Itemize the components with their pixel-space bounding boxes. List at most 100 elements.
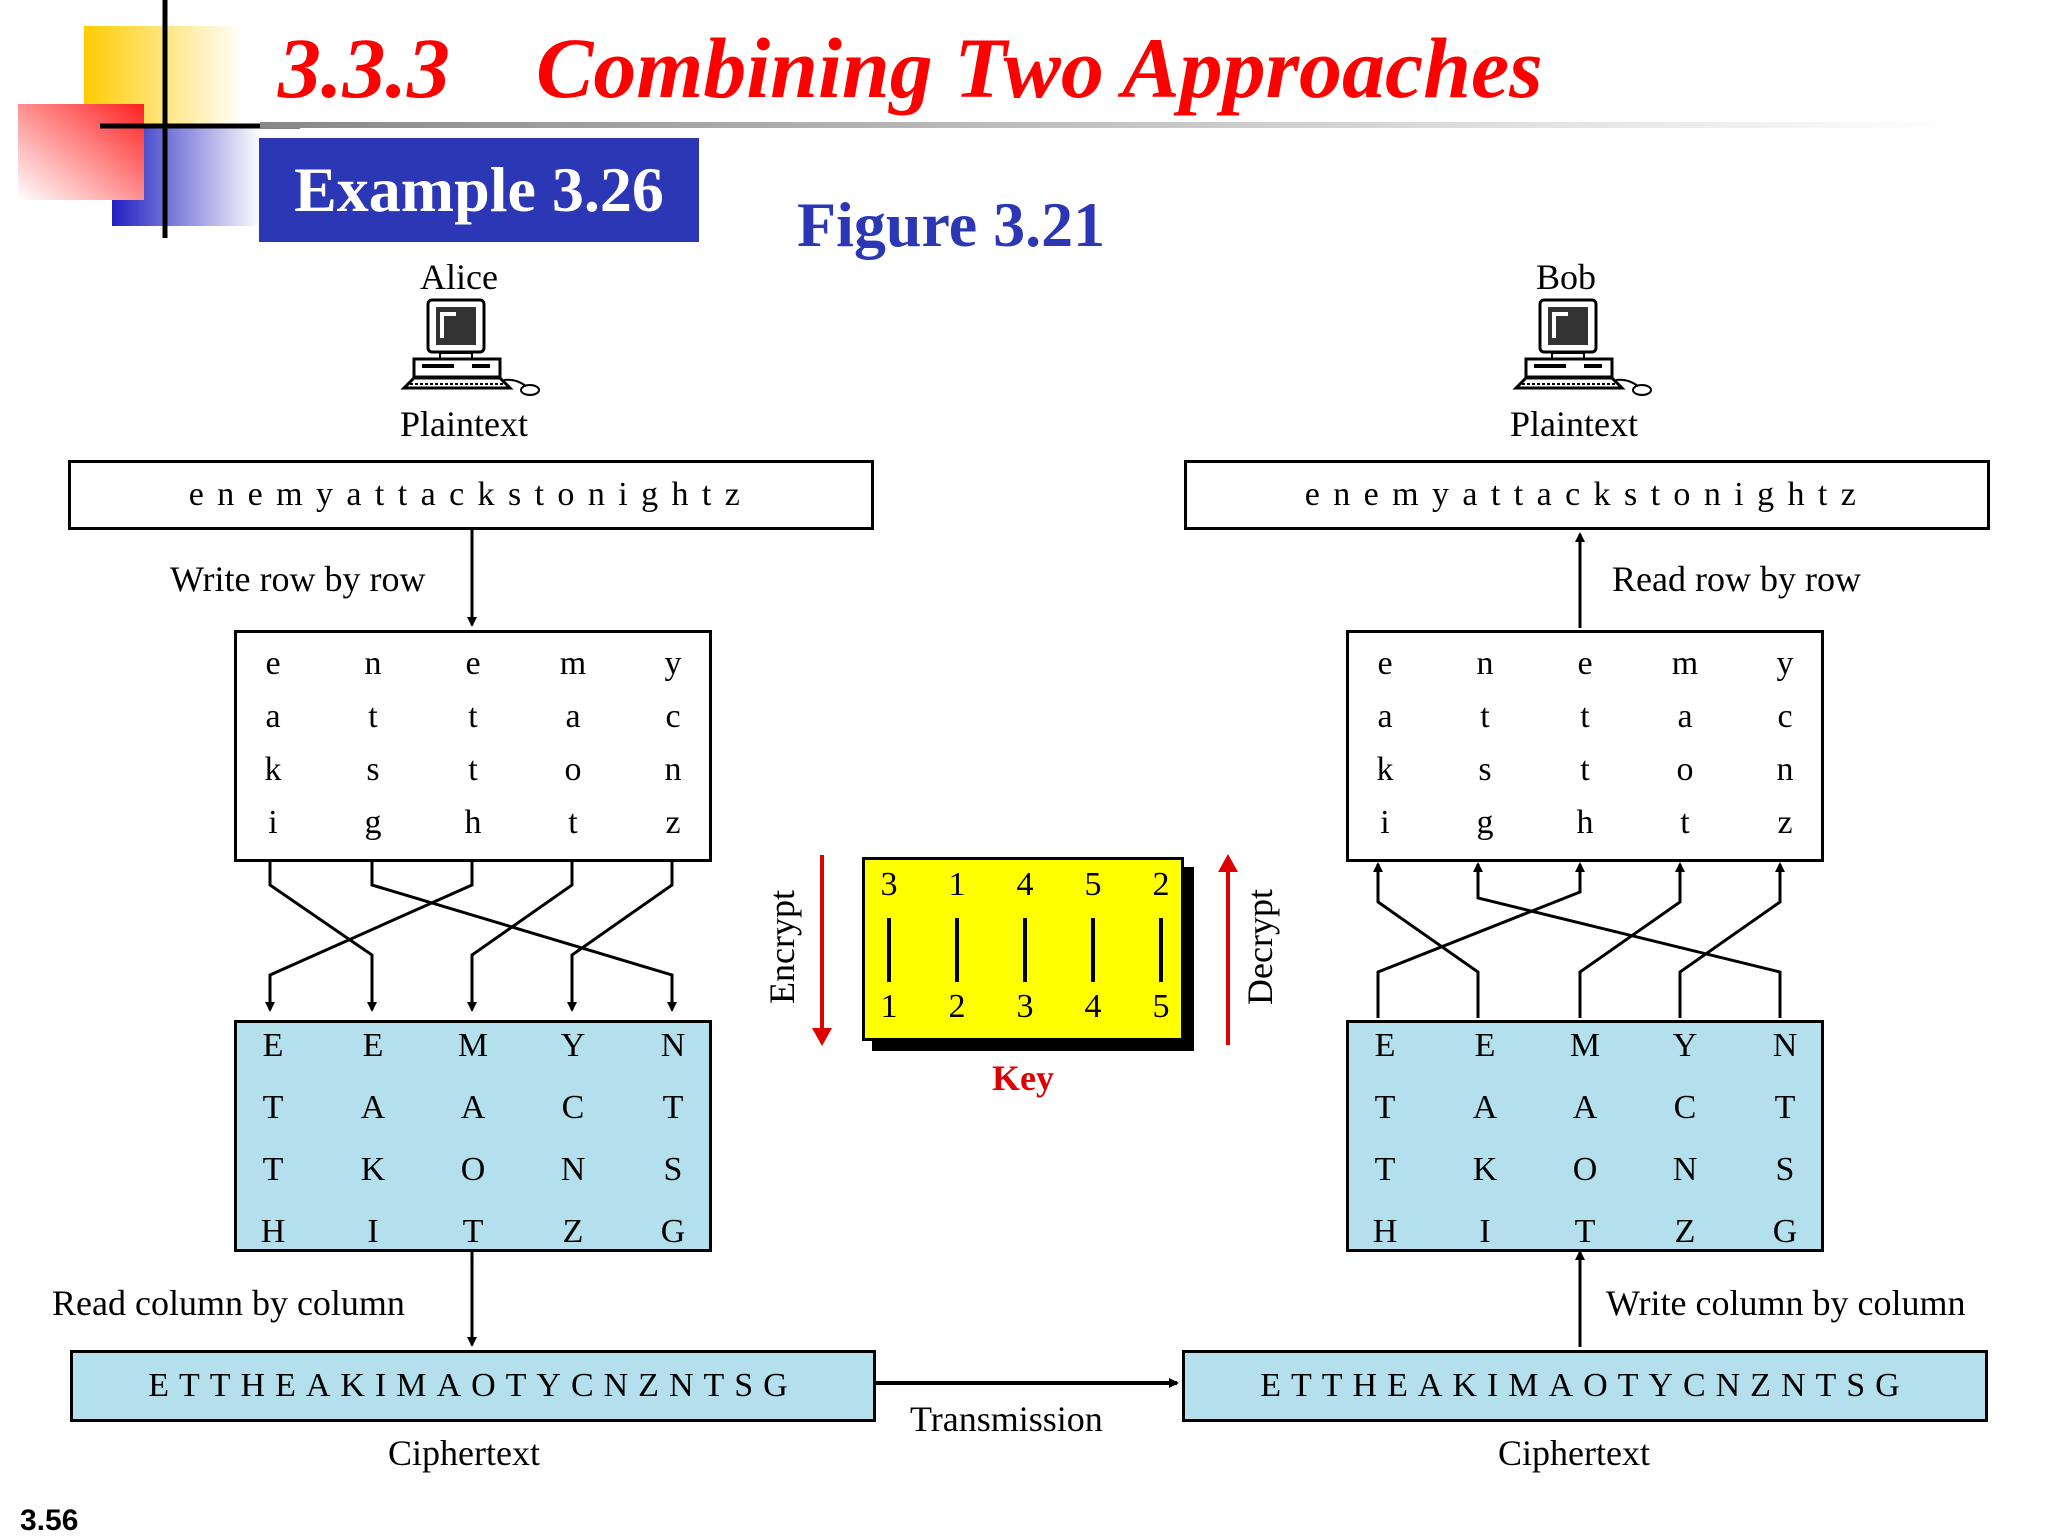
bob-ciphertext-label: Ciphertext [1498,1433,1650,1473]
grid-cell: K [360,1151,386,1188]
grid-cell: M [1569,1027,1601,1064]
grid-cell: h [1576,804,1594,841]
bob-plaintext-box: enemyattackstonightz [1184,460,1990,530]
alice-ciphertext-label: Ciphertext [388,1433,540,1473]
grid-cell: t [468,751,478,788]
grid-cell: h [464,804,482,841]
grid-cell: g [364,804,382,841]
grid-cell: e [1377,645,1393,682]
grid-cell: c [1777,698,1793,735]
key-bottom-number: 1 [880,988,898,1025]
grid-cell: T [1374,1151,1396,1188]
grid-cell: Y [1672,1027,1698,1064]
grid-cell: t [1480,698,1490,735]
grid-cell: T [1574,1213,1596,1250]
grid-cell: Y [560,1027,586,1064]
alice-write-label: Write row by row [170,559,426,599]
alice-ciphertext-box: ETTHEAKIMAOTYCNZNTSG [70,1350,876,1422]
grid-cell: K [1472,1151,1498,1188]
grid-cell: H [260,1213,286,1250]
grid-cell: E [1374,1027,1396,1064]
grid-cell: M [457,1027,489,1064]
key-top-number: 4 [1016,866,1034,903]
grid-cell: n [664,751,682,788]
key-bottom-number: 4 [1084,988,1102,1025]
grid-cell: k [1376,751,1394,788]
bob-ciphertext-box: ETTHEAKIMAOTYCNZNTSG [1182,1350,1988,1422]
grid-cell: g [1476,804,1494,841]
grid-cell: y [664,645,682,682]
grid-cell: i [268,804,278,841]
grid-cell: y [1776,645,1794,682]
grid-cell: t [1580,751,1590,788]
bob-write-label: Write column by column [1606,1283,1966,1323]
figure-label: Figure 3.21 [797,189,1106,260]
alice-plaintext-box: enemyattackstonightz [68,460,874,530]
grid-cell: n [1776,751,1794,788]
key-bottom-number: 5 [1152,988,1170,1025]
grid-cell: T [262,1151,284,1188]
grid-cell: e [265,645,281,682]
key-bars [887,918,1163,982]
grid-cell: T [262,1089,284,1126]
grid-cell: a [565,698,581,735]
alice-plaintext-label: Plaintext [400,404,528,444]
key-bottom-number: 3 [1016,988,1034,1025]
grid-cell: G [1772,1213,1798,1250]
grid-cell: E [262,1027,284,1064]
grid-cell: Z [1674,1213,1696,1250]
grid-cell: N [1672,1151,1698,1188]
encrypt-permutation-lines [265,860,677,1012]
grid-cell: N [660,1027,686,1064]
example-label: Example 3.26 [259,138,699,242]
grid-cell: T [462,1213,484,1250]
grid-cell: E [1474,1027,1496,1064]
grid-cell: t [1580,698,1590,735]
grid-cell: n [364,645,382,682]
key-top-number: 2 [1152,866,1170,903]
bob-plaintext-label: Plaintext [1510,404,1638,444]
grid-cell: a [1377,698,1393,735]
grid-cell: z [665,804,681,841]
key-label: Key [992,1058,1054,1098]
decrypt-label: Decrypt [1240,889,1280,1005]
encrypt-label: Encrypt [762,890,802,1004]
grid-cell: e [1577,645,1593,682]
alice-name: Alice [420,257,498,297]
grid-cell: a [1677,698,1693,735]
grid-cell: s [366,751,380,788]
computer-icon [1512,298,1652,396]
grid-cell: o [564,751,582,788]
key-top-number: 5 [1084,866,1102,903]
grid-cell: A [1572,1089,1598,1126]
key-top-number: 3 [880,866,898,903]
grid-cell: G [660,1213,686,1250]
grid-cell: m [1671,645,1699,682]
grid-cell: i [1380,804,1390,841]
grid-cell: z [1777,804,1793,841]
grid-cell: E [362,1027,384,1064]
grid-cell: a [265,698,281,735]
grid-cell: N [1772,1027,1798,1064]
grid-cell: O [1572,1151,1598,1188]
alice-read-label: Read column by column [52,1283,405,1323]
grid-cell: m [559,645,587,682]
title-underline [260,122,1960,128]
grid-cell: O [460,1151,486,1188]
corner-red-square [18,104,144,200]
transmission-label: Transmission [910,1399,1103,1439]
grid-cell: I [367,1213,379,1250]
grid-cell: T [1374,1089,1396,1126]
grid-cell: A [460,1089,486,1126]
grid-cell: s [1478,751,1492,788]
key-top-number: 1 [948,866,966,903]
grid-cell: T [662,1089,684,1126]
grid-cell: t [568,804,578,841]
grid-cell: Z [562,1213,584,1250]
grid-cell: t [468,698,478,735]
